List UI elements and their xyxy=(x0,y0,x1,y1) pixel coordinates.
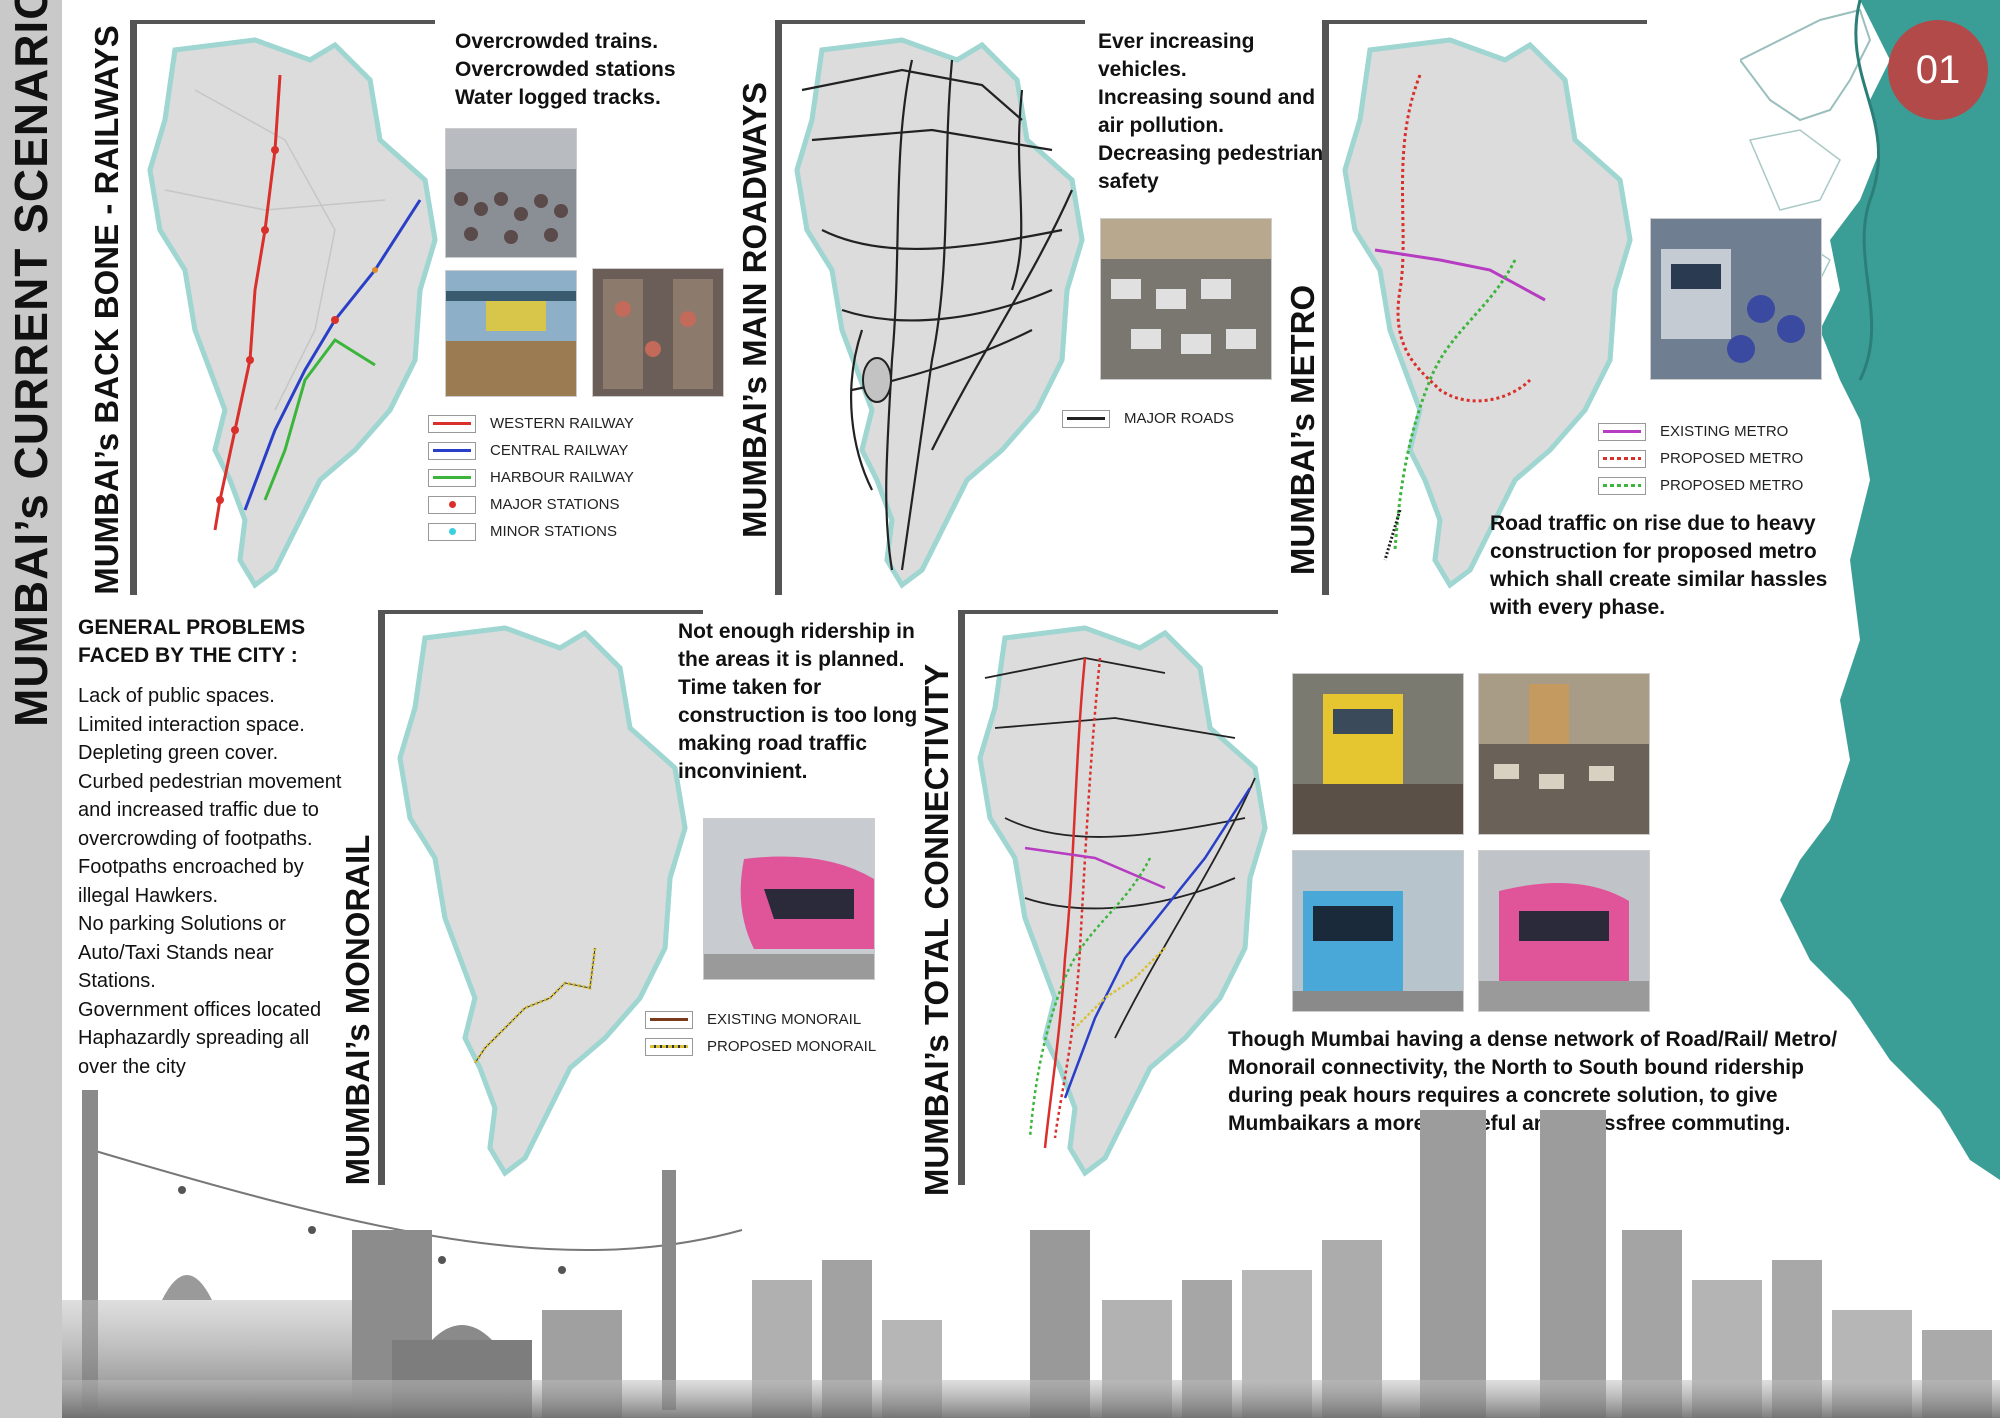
legend-minor-stations: MINOR STATIONS xyxy=(428,518,634,545)
overcrowded-train-photo xyxy=(592,268,724,397)
traffic-jam-photo xyxy=(1100,218,1272,380)
metro-train-photo xyxy=(1292,850,1464,1012)
monorail-map xyxy=(385,618,695,1188)
metro-map xyxy=(1330,30,1640,600)
connectivity-map xyxy=(965,618,1275,1188)
legend-major-roads: MAJOR ROADS xyxy=(1062,405,1234,432)
legend-proposed-metro-red: PROPOSED METRO xyxy=(1598,445,1803,472)
metro-frame-bar xyxy=(1322,20,1329,595)
monorail-legend: EXISTING MONORAIL PROPOSED MONORAIL xyxy=(645,1006,876,1060)
legend-major-stations: MAJOR STATIONS xyxy=(428,491,634,518)
metro-legend: EXISTING METRO PROPOSED METRO PROPOSED M… xyxy=(1598,418,1803,499)
railways-legend: WESTERN RAILWAY CENTRAL RAILWAY HARBOUR … xyxy=(428,410,634,545)
railways-title: MUMBAI’s BACK BONE - RAILWAYS xyxy=(88,25,125,595)
roadways-map xyxy=(782,30,1092,600)
connectivity-frame-bar xyxy=(958,610,965,1185)
general-problems-list: Lack of public spaces. Limited interacti… xyxy=(78,685,342,1078)
railways-frame-top xyxy=(130,20,435,24)
monorail-caption: Not enough ridership in the areas it is … xyxy=(678,620,918,783)
page-number-badge: 01 xyxy=(1888,20,1988,120)
monorail-train-photo xyxy=(703,818,875,980)
waterlogged-tracks-photo xyxy=(445,270,577,397)
roadways-frame-top xyxy=(775,20,1085,24)
legend-proposed-metro-green: PROPOSED METRO xyxy=(1598,472,1803,499)
crowded-station-photo xyxy=(445,128,577,258)
monorail-station-photo xyxy=(1478,850,1650,1012)
legend-existing-monorail: EXISTING MONORAIL xyxy=(645,1006,876,1033)
roadways-frame-bar xyxy=(775,20,782,595)
local-train-photo xyxy=(1292,673,1464,835)
railways-map xyxy=(135,30,445,600)
monorail-frame-bar xyxy=(378,610,385,1185)
city-skyline-illustration xyxy=(62,1090,2000,1418)
metro-crowd-photo xyxy=(1650,218,1822,380)
main-title: MUMBAI’s CURRENT SCENARIO xyxy=(5,0,57,727)
roadways-legend: MAJOR ROADS xyxy=(1062,405,1234,432)
general-problems-heading: GENERAL PROBLEMS FACED BY THE CITY : xyxy=(78,616,306,667)
connectivity-caption: Though Mumbai having a dense network of … xyxy=(1228,1028,1838,1135)
metro-frame-top xyxy=(1322,20,1647,24)
roadways-caption: Ever increasing vehicles. Increasing sou… xyxy=(1098,30,1324,193)
legend-central-railway: CENTRAL RAILWAY xyxy=(428,437,634,464)
monorail-frame-top xyxy=(378,610,703,614)
metro-caption: Road traffic on rise due to heavy constr… xyxy=(1490,512,1828,619)
legend-harbour-railway: HARBOUR RAILWAY xyxy=(428,464,634,491)
coastline-map xyxy=(1740,0,2000,1180)
railways-caption: Overcrowded trains. Overcrowded stations… xyxy=(455,30,676,109)
legend-proposed-monorail: PROPOSED MONORAIL xyxy=(645,1033,876,1060)
railways-frame-bar xyxy=(130,20,137,595)
legend-western-railway: WESTERN RAILWAY xyxy=(428,410,634,437)
side-band xyxy=(0,0,62,1418)
roadways-title: MUMBAI’s MAIN ROADWAYS xyxy=(736,82,773,538)
metro-title: MUMBAI’s METRO xyxy=(1284,284,1321,576)
city-traffic-photo xyxy=(1478,673,1650,835)
legend-existing-metro: EXISTING METRO xyxy=(1598,418,1803,445)
connectivity-frame-top xyxy=(958,610,1278,614)
